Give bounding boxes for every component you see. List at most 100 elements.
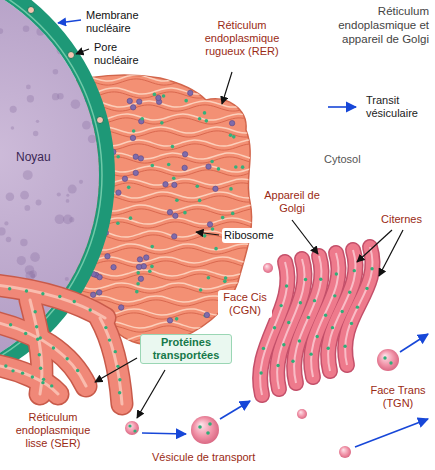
chromatin-spot: [109, 106, 112, 109]
protein-dot: [160, 121, 164, 125]
protein-dot: [370, 267, 373, 270]
leader-lines: [58, 20, 403, 418]
chromatin-spot: [68, 185, 77, 194]
protein-dot: [327, 347, 330, 350]
chromatin-spot: [23, 25, 30, 32]
protein-dot: [229, 187, 233, 191]
protein-dot: [251, 83, 255, 87]
protein-dot: [232, 135, 236, 139]
ser-tube: [0, 285, 105, 318]
ribosome-dot: [138, 276, 143, 281]
protein-dot: [285, 284, 288, 287]
protein-dot: [128, 424, 131, 427]
part-label: Citernes: [379, 212, 431, 227]
protein-dot: [276, 364, 279, 367]
chromatin-spot: [26, 84, 31, 89]
protein-dot: [287, 321, 290, 324]
protein-dot: [8, 287, 11, 290]
ribosome-dot: [137, 257, 142, 262]
leader-line: [137, 370, 165, 418]
cisterna-highlight: [311, 253, 338, 377]
ribosome-dot: [111, 264, 116, 269]
ribosome-dot: [119, 305, 124, 310]
ribosome-dot: [133, 154, 138, 159]
protein-dot: [304, 278, 307, 281]
protein-dot: [210, 160, 214, 164]
transit-arrow: [220, 401, 250, 419]
chromatin-spot: [36, 120, 39, 123]
rer-fold: [40, 322, 260, 328]
chromatin-spot: [17, 256, 26, 265]
chromatin-spot: [57, 192, 61, 196]
chromatin-spot: [71, 99, 81, 109]
chromatin-spot: [0, 28, 3, 34]
part-label: Face Trans (TGN): [365, 383, 431, 411]
protein-dot: [162, 94, 166, 98]
protein-dot: [307, 316, 310, 319]
chromatin-spot: [66, 194, 69, 197]
leader-line: [58, 20, 81, 23]
protein-dot: [175, 198, 179, 202]
ribosome-dot: [144, 255, 149, 260]
protein-dot: [309, 352, 312, 355]
legend-entry: Transit vésiculaire: [326, 94, 428, 120]
protein-dot: [127, 186, 131, 190]
protein-dot: [39, 367, 42, 370]
protein-dot: [223, 280, 227, 284]
chromatin-spot: [30, 252, 40, 262]
protein-dot: [205, 119, 209, 123]
ribosome-dot: [122, 176, 127, 181]
protein-dot: [383, 356, 386, 359]
protein-dot: [291, 359, 294, 362]
chromatin-spot: [6, 237, 11, 242]
vesicles: [125, 263, 399, 458]
protein-dot: [203, 234, 207, 238]
protein-dot: [136, 271, 140, 275]
protein-dot: [150, 245, 154, 249]
ribosome-dot: [229, 120, 234, 125]
part-label: Pore nucléaire: [92, 40, 154, 68]
ribosome-dot: [206, 164, 211, 169]
cisterna-highlight: [277, 259, 304, 389]
protein-dot: [273, 326, 276, 329]
ser-highlight: [100, 318, 122, 404]
leader-line: [196, 232, 219, 235]
membrane-highlight: [0, 0, 102, 387]
protein-dot: [148, 269, 152, 273]
part-label: Cytosol: [322, 152, 386, 167]
chromatin-spot: [94, 285, 100, 291]
ribosome-dot: [82, 324, 87, 329]
chromatin-spot: [88, 135, 96, 143]
protein-dot: [25, 289, 28, 292]
chromatin-spot: [24, 205, 30, 211]
ribosome-dot: [251, 327, 256, 332]
protein-dot: [108, 338, 111, 341]
protein-dot: [335, 272, 338, 275]
protein-dot: [247, 271, 251, 275]
chromatin-spot: [11, 126, 15, 130]
part-label: Protéines transportées: [140, 334, 232, 364]
protein-dot: [195, 184, 199, 188]
chromatin-spot: [20, 191, 29, 200]
ribosome-dot: [163, 182, 168, 187]
ribosome-dot: [130, 135, 135, 140]
part-label: Réticulum endoplasmique lisse (SER): [4, 410, 102, 451]
protein-dot: [132, 129, 136, 133]
part-label: Face Cis (CGN): [218, 290, 272, 318]
protein-dot: [333, 294, 336, 297]
chromatin-spot: [33, 131, 38, 136]
protein-dot: [319, 278, 322, 281]
chromatin-spot: [65, 277, 69, 281]
protein-dot: [299, 301, 302, 304]
vesicle: [263, 263, 273, 273]
leader-line: [76, 49, 89, 54]
protein-dot: [133, 429, 136, 432]
protein-dot: [172, 176, 176, 180]
protein-dot: [203, 111, 207, 115]
protein-dot: [58, 295, 61, 298]
protein-dot: [262, 347, 265, 350]
ribosome-dot: [137, 99, 142, 104]
protein-dot: [35, 325, 38, 328]
part-label: Appareil de Golgi: [258, 188, 326, 216]
